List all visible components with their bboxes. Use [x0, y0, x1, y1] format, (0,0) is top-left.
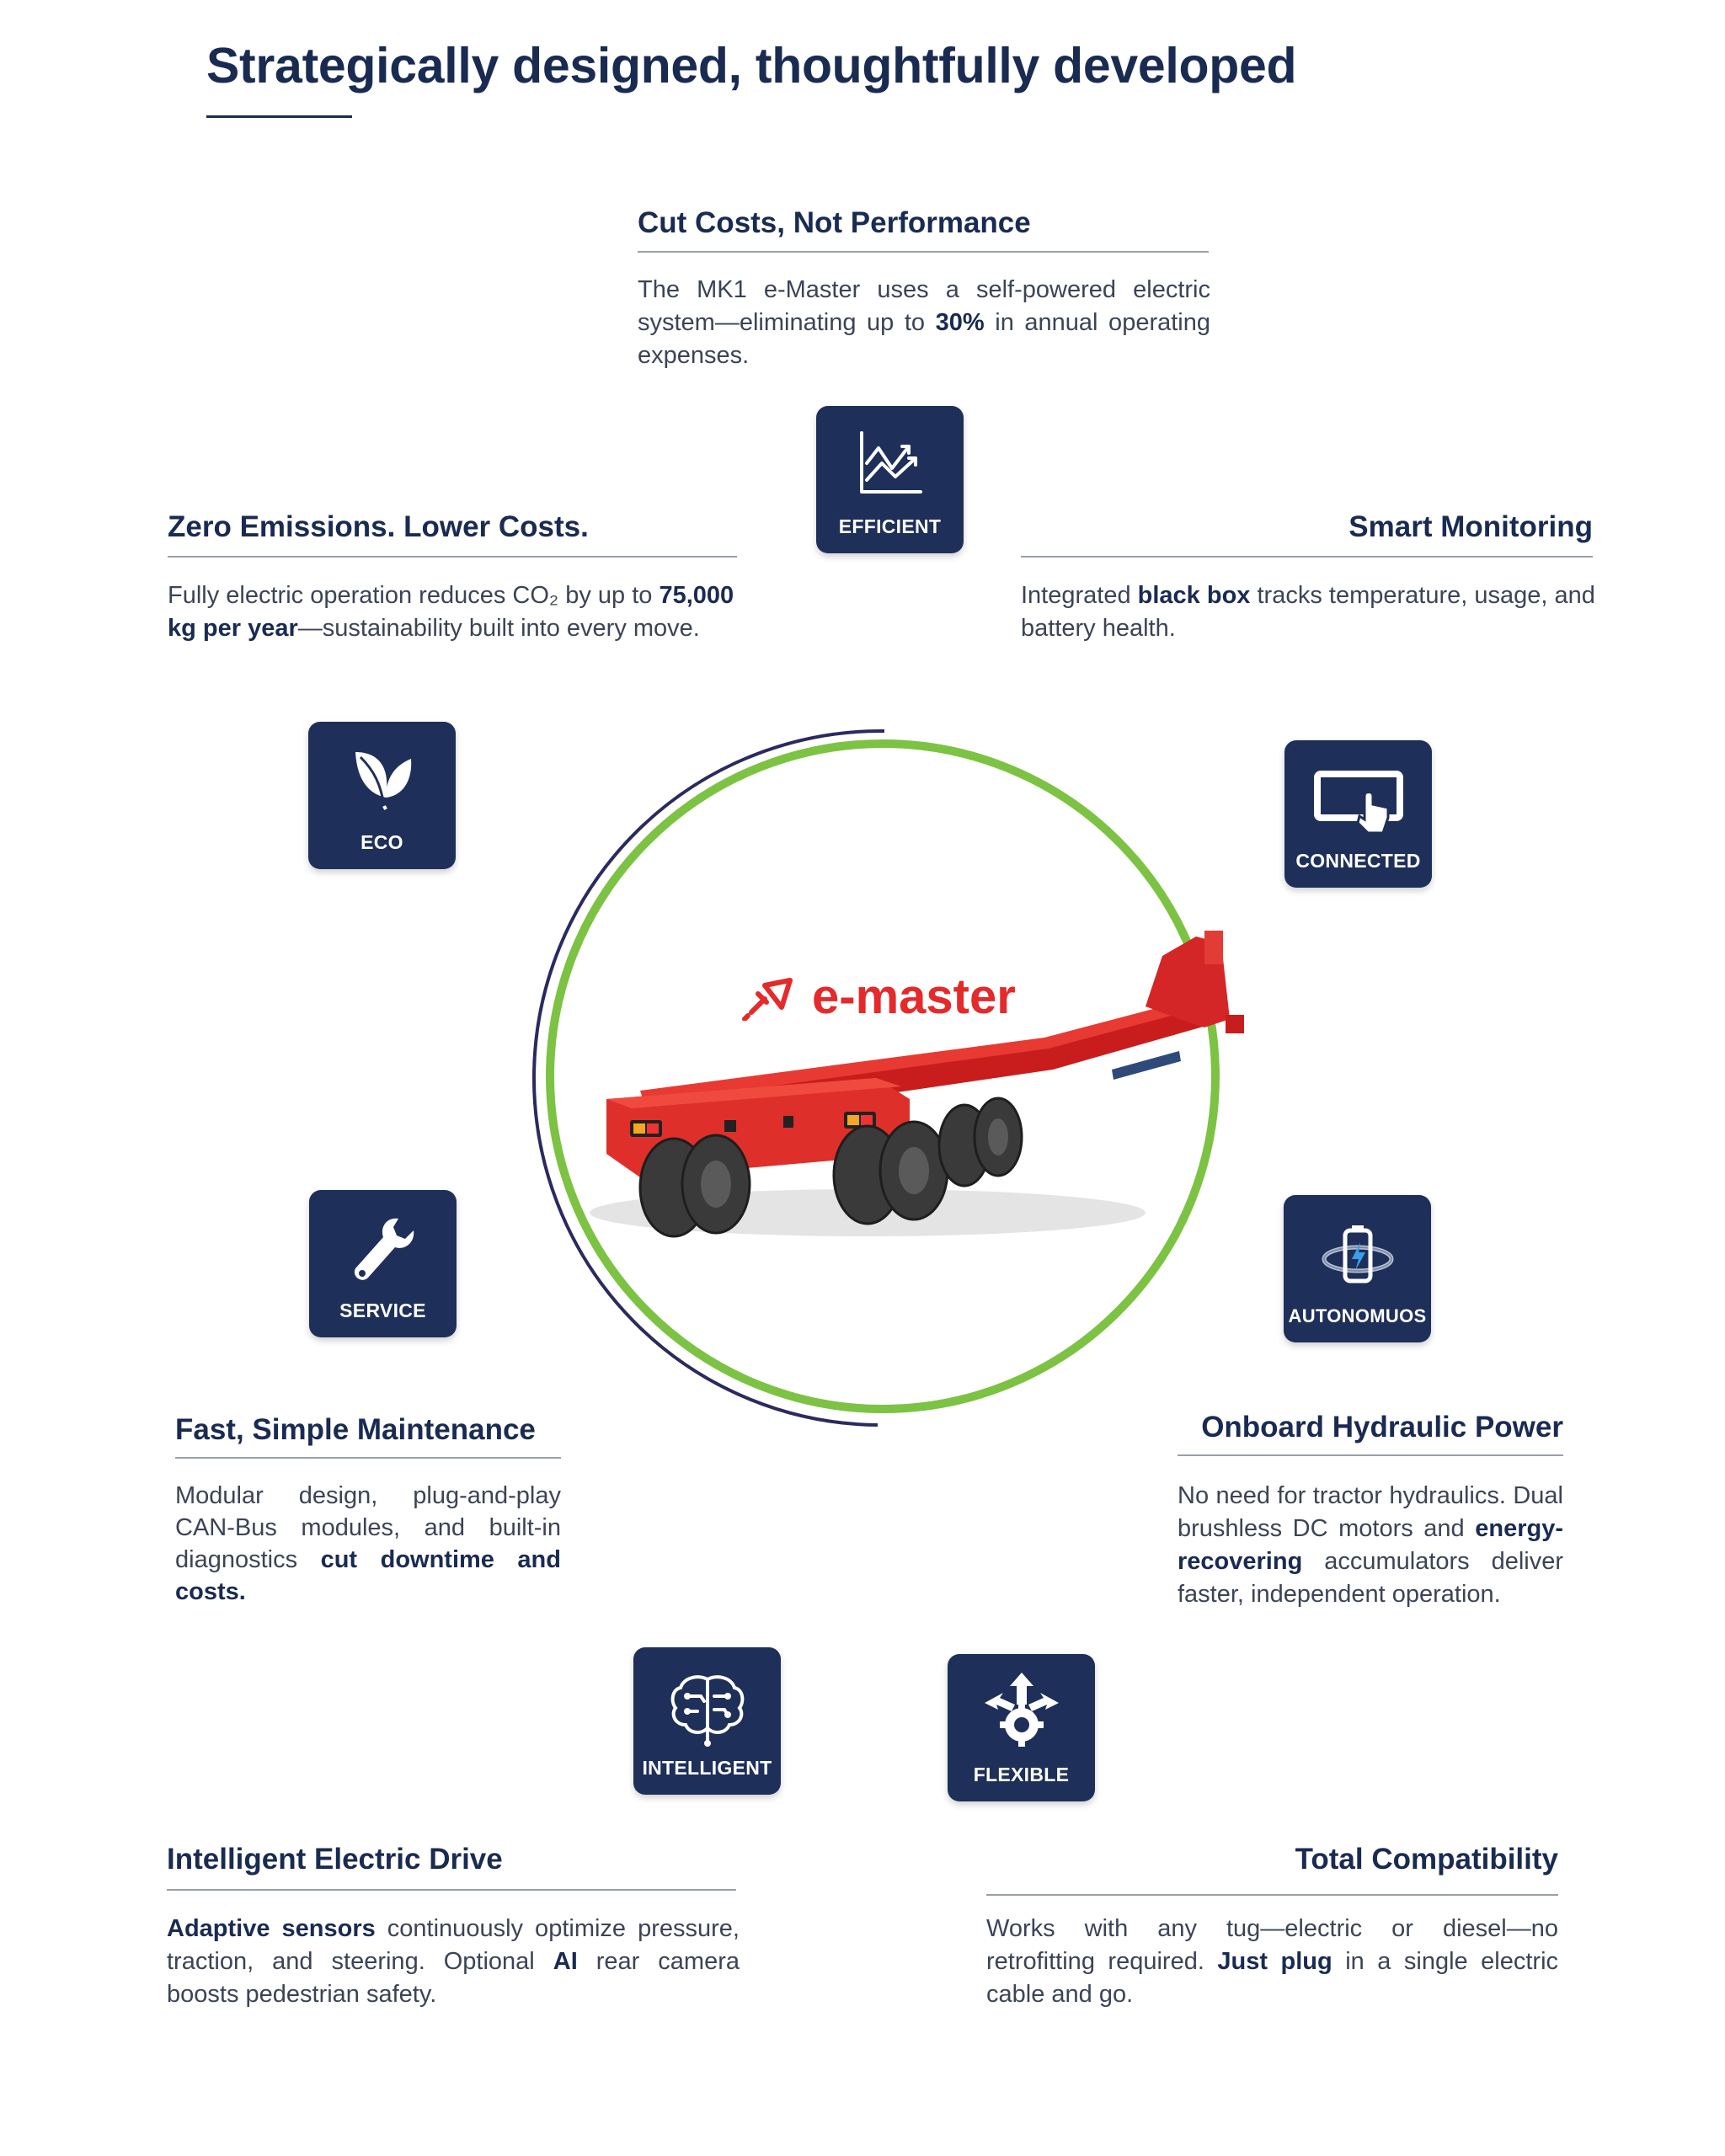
badge-connected-label: CONNECTED [1295, 850, 1421, 872]
brand-logo: e-master [741, 969, 1016, 1025]
chart-trend-icon [859, 431, 922, 494]
badge-efficient-label: EFFICIENT [838, 515, 942, 537]
badge-efficient: EFFICIENT [816, 406, 964, 553]
navy-arc [532, 728, 885, 1427]
electric-drive-text: Adaptive sensors continuously optimize p… [167, 1915, 740, 2008]
trailer-illustration [606, 931, 1244, 1238]
gear-arrows-icon [984, 1673, 1059, 1747]
badge-service: SERVICE [309, 1190, 457, 1337]
hydraulic-rule [1178, 1454, 1563, 1456]
badge-eco: ECO [308, 722, 456, 869]
badge-flexible: FLEXIBLE [948, 1654, 1095, 1801]
smart-monitoring-rule [1021, 556, 1593, 558]
compatibility-heading: Total Compatibility [1295, 1843, 1558, 1876]
zero-emissions-rule [168, 556, 737, 558]
wrench-icon [354, 1218, 414, 1280]
green-ring [546, 739, 1220, 1413]
cut-costs-text: The MK1 e-Master uses a self-powered ele… [638, 276, 1210, 369]
badge-service-label: SERVICE [339, 1299, 426, 1321]
page-title: Strategically designed, thoughtfully dev… [206, 38, 1297, 93]
badge-eco-label: ECO [360, 831, 403, 853]
zero-emissions-heading: Zero Emissions. Lower Costs. [168, 510, 589, 543]
maintenance-heading: Fast, Simple Maintenance [175, 1413, 536, 1446]
central-graphic [532, 728, 1244, 1427]
electric-drive-heading: Intelligent Electric Drive [167, 1843, 503, 1876]
badge-autonomous: AUTONOMUOS [1284, 1195, 1431, 1342]
brand-name: e-master [812, 969, 1016, 1024]
compatibility-text: Works with any tug—electric or diesel—no… [986, 1915, 1559, 2008]
battery-icon [1322, 1225, 1393, 1283]
hydraulic-text: No need for tractor hydraulics. Dual bru… [1178, 1482, 1563, 1608]
smart-monitoring-heading: Smart Monitoring [1348, 510, 1593, 543]
cut-costs-rule [638, 251, 1209, 253]
maintenance-rule [175, 1457, 561, 1459]
leaf-icon [355, 752, 411, 810]
badge-connected: CONNECTED [1284, 740, 1432, 888]
brain-circuit-icon [670, 1675, 744, 1747]
badge-flexible-label: FLEXIBLE [973, 1764, 1070, 1785]
cut-costs-heading: Cut Costs, Not Performance [638, 206, 1031, 239]
badge-autonomous-label: AUTONOMUOS [1288, 1305, 1427, 1326]
zero-emissions-text: Fully electric operation reduces CO₂ by … [168, 582, 734, 642]
plug-icon [742, 977, 793, 1021]
badge-intelligent-label: INTELLIGENT [642, 1757, 772, 1779]
title-underline [206, 115, 352, 118]
compatibility-rule [986, 1894, 1558, 1896]
hydraulic-heading: Onboard Hydraulic Power [1201, 1411, 1563, 1444]
badge-intelligent: INTELLIGENT [633, 1647, 781, 1795]
electric-drive-rule [167, 1889, 736, 1891]
touch-screen-icon [1313, 771, 1403, 835]
maintenance-text: Modular design, plug-and-play CAN-Bus mo… [175, 1482, 561, 1605]
smart-monitoring-text: Integrated black box tracks temperature,… [1021, 582, 1595, 642]
